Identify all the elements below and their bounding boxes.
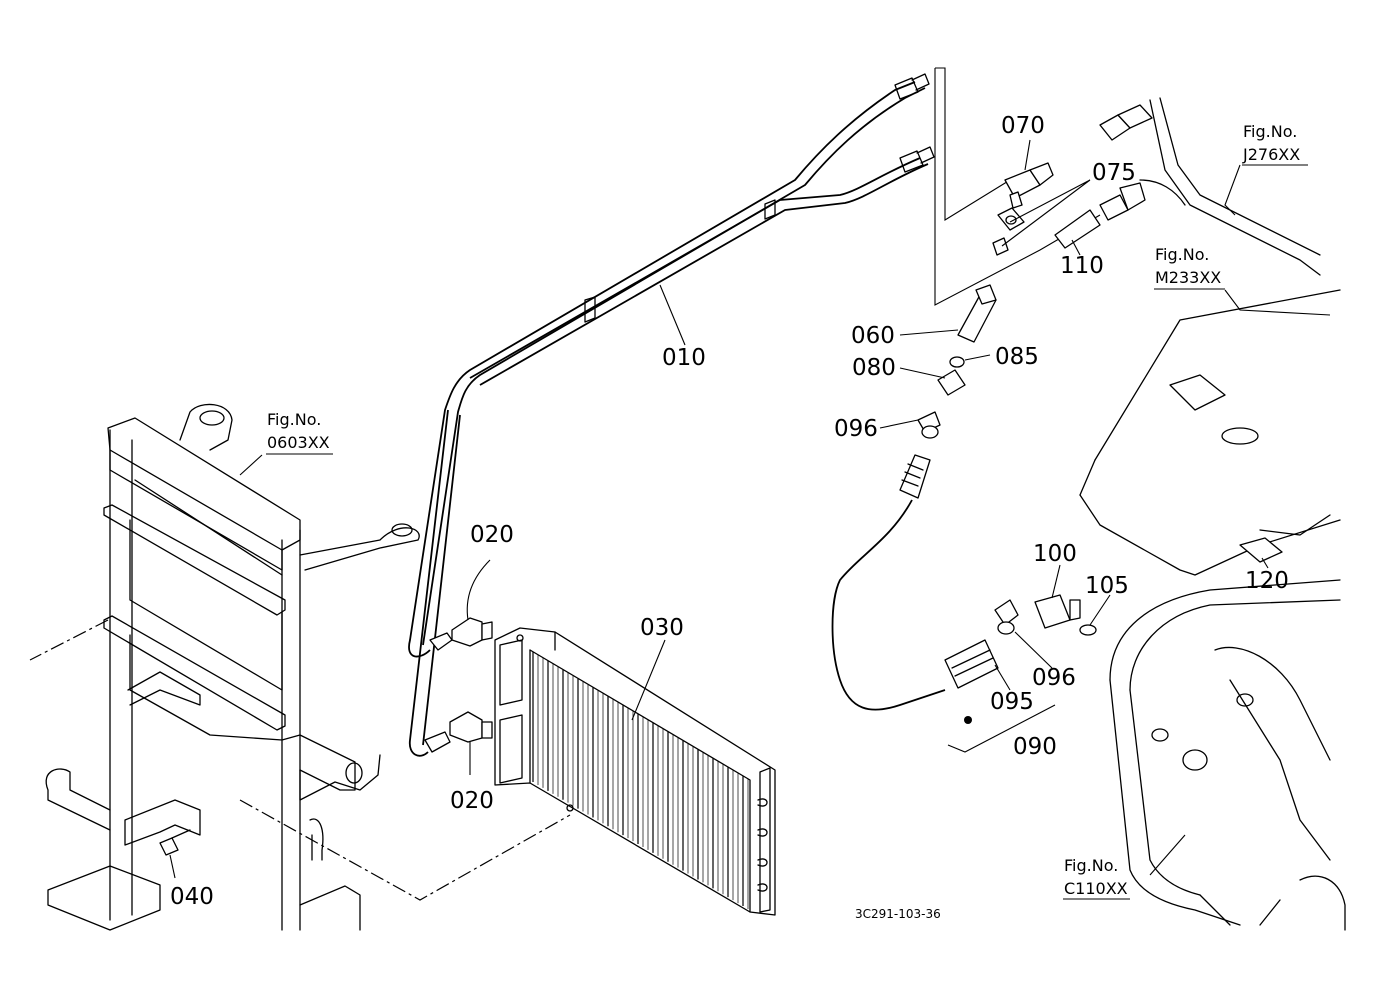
fitting-080 — [937, 356, 966, 396]
part-label-095: 095 — [990, 689, 1034, 715]
oil-pipe-assembly — [408, 73, 935, 757]
part-label-075: 075 — [1092, 160, 1136, 186]
figure-ref-code: M233XX — [1155, 268, 1221, 287]
upper-right-frame — [1139, 97, 1321, 276]
part-label-010: 010 — [662, 345, 706, 371]
elbow-fitting-upper — [429, 617, 493, 651]
part-label-040: 040 — [170, 884, 214, 910]
part-label-110: 110 — [1060, 253, 1104, 279]
figure-ref-code: J276XX — [1242, 145, 1300, 164]
drawing-code: 3C291-103-36 — [855, 907, 941, 921]
figure-ref-prefix: Fig.No. — [1155, 245, 1209, 264]
elbow-100 — [1034, 594, 1081, 629]
figure-ref-prefix: Fig.No. — [1243, 122, 1297, 141]
tee-fitting-070 — [1004, 162, 1054, 209]
part-label-096-upper: 096 — [834, 416, 878, 442]
clamp-096-upper — [917, 411, 941, 439]
leader-lines — [169, 139, 1331, 879]
part-label-100: 100 — [1033, 541, 1077, 567]
nut-075 — [992, 207, 1025, 256]
figure-ref-prefix: Fig.No. — [1064, 856, 1118, 875]
figure-ref-c110: Fig.No. C110XX — [1063, 856, 1130, 900]
floor-plate — [1079, 289, 1341, 576]
part-label-105: 105 — [1085, 573, 1129, 599]
figure-ref-j276: Fig.No. J276XX — [1242, 122, 1308, 166]
frame-assembly — [29, 403, 571, 931]
oil-cooler — [494, 627, 776, 916]
figure-ref-prefix: Fig.No. — [267, 410, 321, 429]
part-label-096-lower: 096 — [1032, 665, 1076, 691]
elbow-fitting-lower — [424, 711, 493, 753]
fitting-110 — [1054, 182, 1146, 249]
part-label-030: 030 — [640, 615, 684, 641]
figure-ref-code: C110XX — [1064, 879, 1128, 898]
hose-assembly-090 — [831, 454, 999, 724]
fitting-nut-upper — [1099, 104, 1153, 141]
transmission-housing — [1109, 579, 1346, 931]
figure-ref-m233: Fig.No. M233XX — [1154, 245, 1225, 290]
part-label-080: 080 — [852, 355, 896, 381]
part-label-120: 120 — [1245, 568, 1289, 594]
o-ring-105 — [1079, 624, 1097, 636]
figure-ref-0603: Fig.No. 0603XX — [266, 410, 333, 455]
part-label-020-lower: 020 — [450, 788, 494, 814]
part-label-060: 060 — [851, 323, 895, 349]
part-label-085: 085 — [995, 344, 1039, 370]
part-label-070: 070 — [1001, 113, 1045, 139]
clamp-096-lower — [994, 599, 1019, 635]
figure-ref-code: 0603XX — [267, 433, 330, 452]
part-label-020-upper: 020 — [470, 522, 514, 548]
filter-060 — [957, 284, 997, 343]
part-label-090: 090 — [1013, 734, 1057, 760]
